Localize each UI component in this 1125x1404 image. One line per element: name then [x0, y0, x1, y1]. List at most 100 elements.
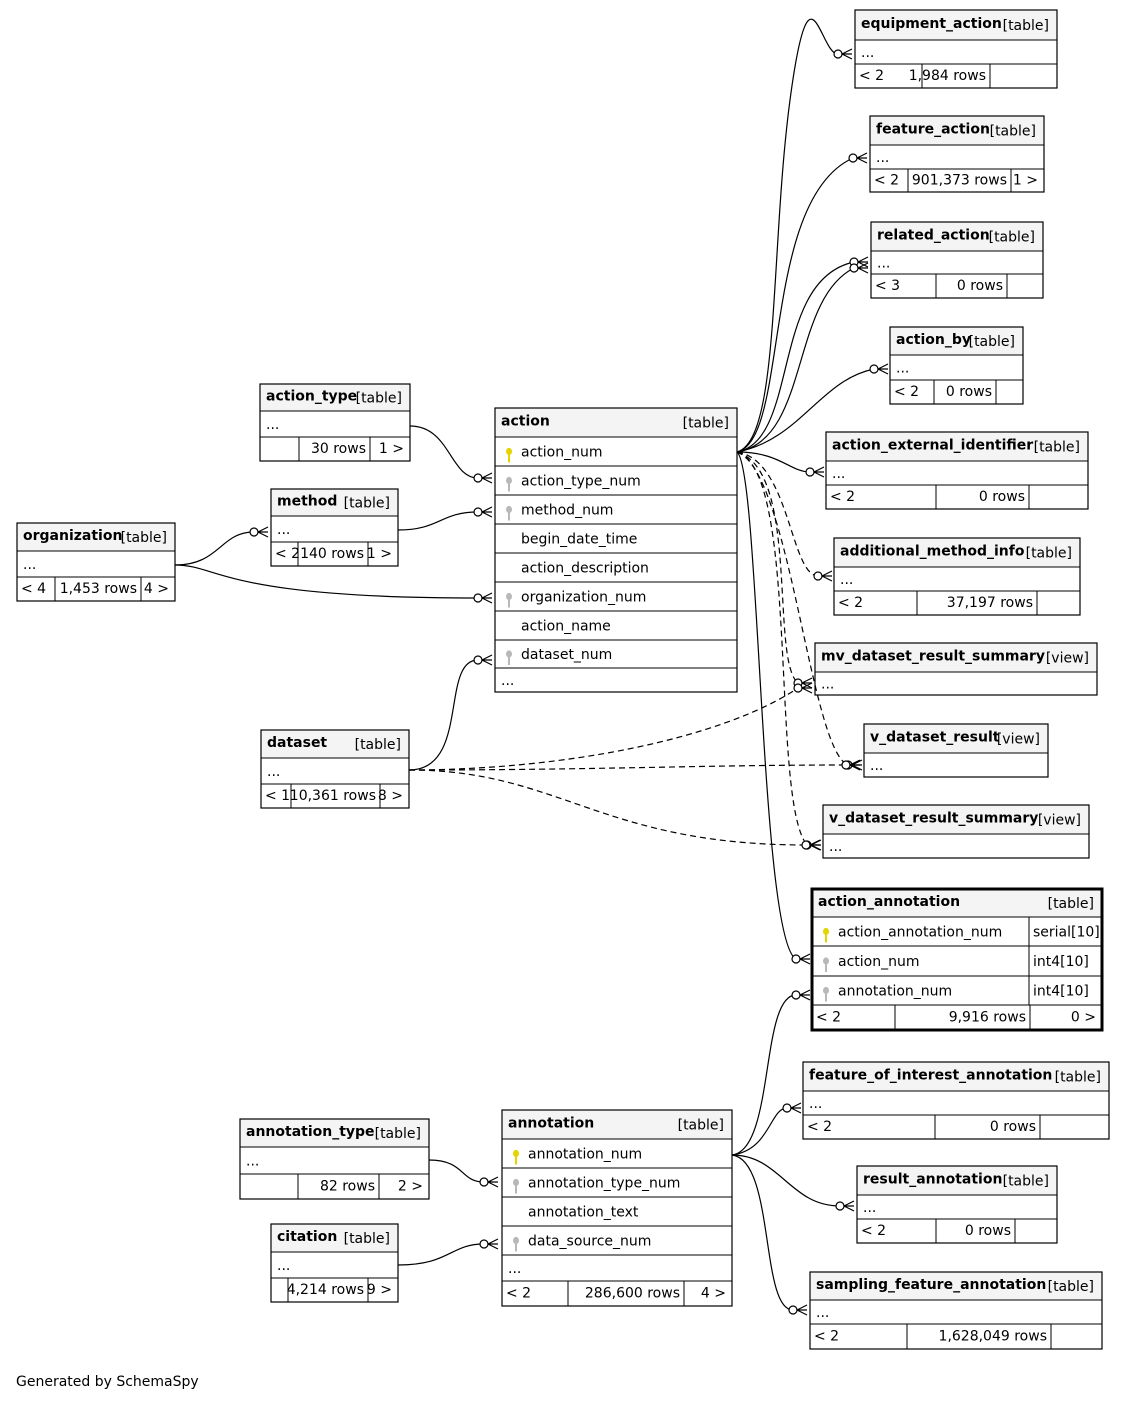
- table-sampling-feature-annotation[interactable]: sampling_feature_annotation[table]...< 2…: [809, 1271, 1103, 1350]
- column-annotation-num: annotation_num: [528, 1147, 642, 1163]
- parent-count: < 2: [861, 1223, 886, 1239]
- parent-count: < 2: [506, 1286, 531, 1302]
- crowfoot-end: [849, 262, 869, 274]
- table-action[interactable]: action[table]action_numaction_type_numme…: [494, 407, 738, 693]
- column--: ...: [870, 758, 883, 774]
- column-action-num: action_num: [838, 954, 919, 970]
- table-kind: [table]: [1003, 1174, 1049, 1190]
- crowfoot-end: [249, 526, 269, 538]
- table-name: annotation: [508, 1116, 594, 1132]
- column-annotation-text: annotation_text: [528, 1205, 639, 1221]
- relationship-line: [397, 1243, 485, 1266]
- foreign-key-icon: [506, 505, 512, 521]
- table-name: action_annotation: [818, 894, 960, 910]
- relationship-line: [731, 1154, 841, 1207]
- row-count: 1,453 rows: [60, 581, 137, 597]
- table-name: v_dataset_result: [870, 730, 1000, 746]
- table-name: action: [501, 414, 550, 430]
- crowfoot-end: [801, 839, 821, 851]
- relationship-lines: [174, 18, 889, 1316]
- parent-count: < 2: [859, 68, 884, 84]
- row-count: 901,373 rows: [912, 173, 1007, 189]
- relationship-line: [408, 687, 799, 771]
- row-count: 30 rows: [311, 441, 366, 457]
- crowfoot-end: [848, 152, 868, 164]
- column-type: int4[10]: [1033, 954, 1089, 970]
- parent-count: < 4: [21, 581, 46, 597]
- table-kind: [table]: [344, 496, 390, 512]
- crowfoot-end: [788, 1304, 808, 1316]
- column--: ...: [829, 839, 842, 855]
- relationship-line: [736, 451, 819, 577]
- primary-key-icon: [513, 1149, 519, 1165]
- column--: ...: [508, 1261, 521, 1277]
- column--: ...: [816, 1305, 829, 1321]
- column--: ...: [840, 572, 853, 588]
- foreign-key-icon: [513, 1236, 519, 1252]
- table-feature-of-interest-annotation[interactable]: feature_of_interest_annotation[table]...…: [802, 1061, 1110, 1140]
- parent-count: < 2: [838, 595, 863, 611]
- relationship-line: [409, 425, 479, 479]
- table-annotation[interactable]: annotation[table]annotation_numannotatio…: [501, 1109, 733, 1307]
- parent-count: < 2: [275, 546, 300, 562]
- child-count: 1 >: [367, 546, 392, 562]
- child-count: 4 >: [701, 1286, 726, 1302]
- table-kind: [table]: [989, 230, 1035, 246]
- table-v-dataset-result[interactable]: v_dataset_result[view]...: [863, 723, 1049, 778]
- crowfoot-end: [782, 1102, 802, 1114]
- crowfoot-end: [813, 570, 833, 582]
- table-kind: [table]: [355, 737, 401, 753]
- crowfoot-end: [805, 466, 825, 478]
- table-kind: [table]: [344, 1231, 390, 1247]
- column--: ...: [501, 673, 514, 689]
- crowfoot-end: [793, 682, 813, 694]
- relationship-line: [731, 1107, 788, 1156]
- column-annotation-num: annotation_num: [838, 984, 952, 1000]
- crowfoot-end: [473, 506, 493, 518]
- column-organization-num: organization_num: [521, 590, 646, 606]
- relationship-line: [408, 659, 479, 771]
- parent-count: < 1: [265, 788, 290, 804]
- relationship-line: [736, 451, 808, 846]
- relationship-line: [397, 511, 479, 531]
- child-count: 1 >: [1013, 173, 1038, 189]
- table-action-annotation[interactable]: action_annotation[table]action_annotatio…: [810, 887, 1104, 1032]
- relationship-line: [174, 564, 479, 599]
- table-name: action_type: [266, 389, 357, 405]
- child-count: 0 >: [1071, 1010, 1096, 1026]
- table-v-dataset-result-summary[interactable]: v_dataset_result_summary[view]...: [822, 804, 1090, 859]
- foreign-key-icon: [506, 476, 512, 492]
- table-name: mv_dataset_result_summary: [821, 649, 1045, 665]
- table-name: dataset: [267, 735, 327, 751]
- relationship-line: [736, 451, 797, 960]
- parent-count: < 2: [894, 384, 919, 400]
- relationship-line: [408, 769, 807, 846]
- child-count: 8 >: [378, 788, 403, 804]
- column-dataset-num: dataset_num: [521, 647, 612, 663]
- column--: ...: [277, 1258, 290, 1274]
- primary-key-icon: [506, 447, 512, 463]
- generated-by-footer: Generated by SchemaSpy: [16, 1374, 199, 1390]
- table-mv-dataset-result-summary[interactable]: mv_dataset_result_summary[view]...: [814, 642, 1098, 696]
- column-data-source-num: data_source_num: [528, 1234, 651, 1250]
- table-name: feature_action: [876, 122, 990, 138]
- relationship-line: [736, 368, 875, 453]
- table-kind: [table]: [1034, 440, 1080, 456]
- table-name: equipment_action: [861, 16, 1002, 32]
- crowfoot-end: [835, 1200, 855, 1212]
- row-count: 0 rows: [946, 384, 992, 400]
